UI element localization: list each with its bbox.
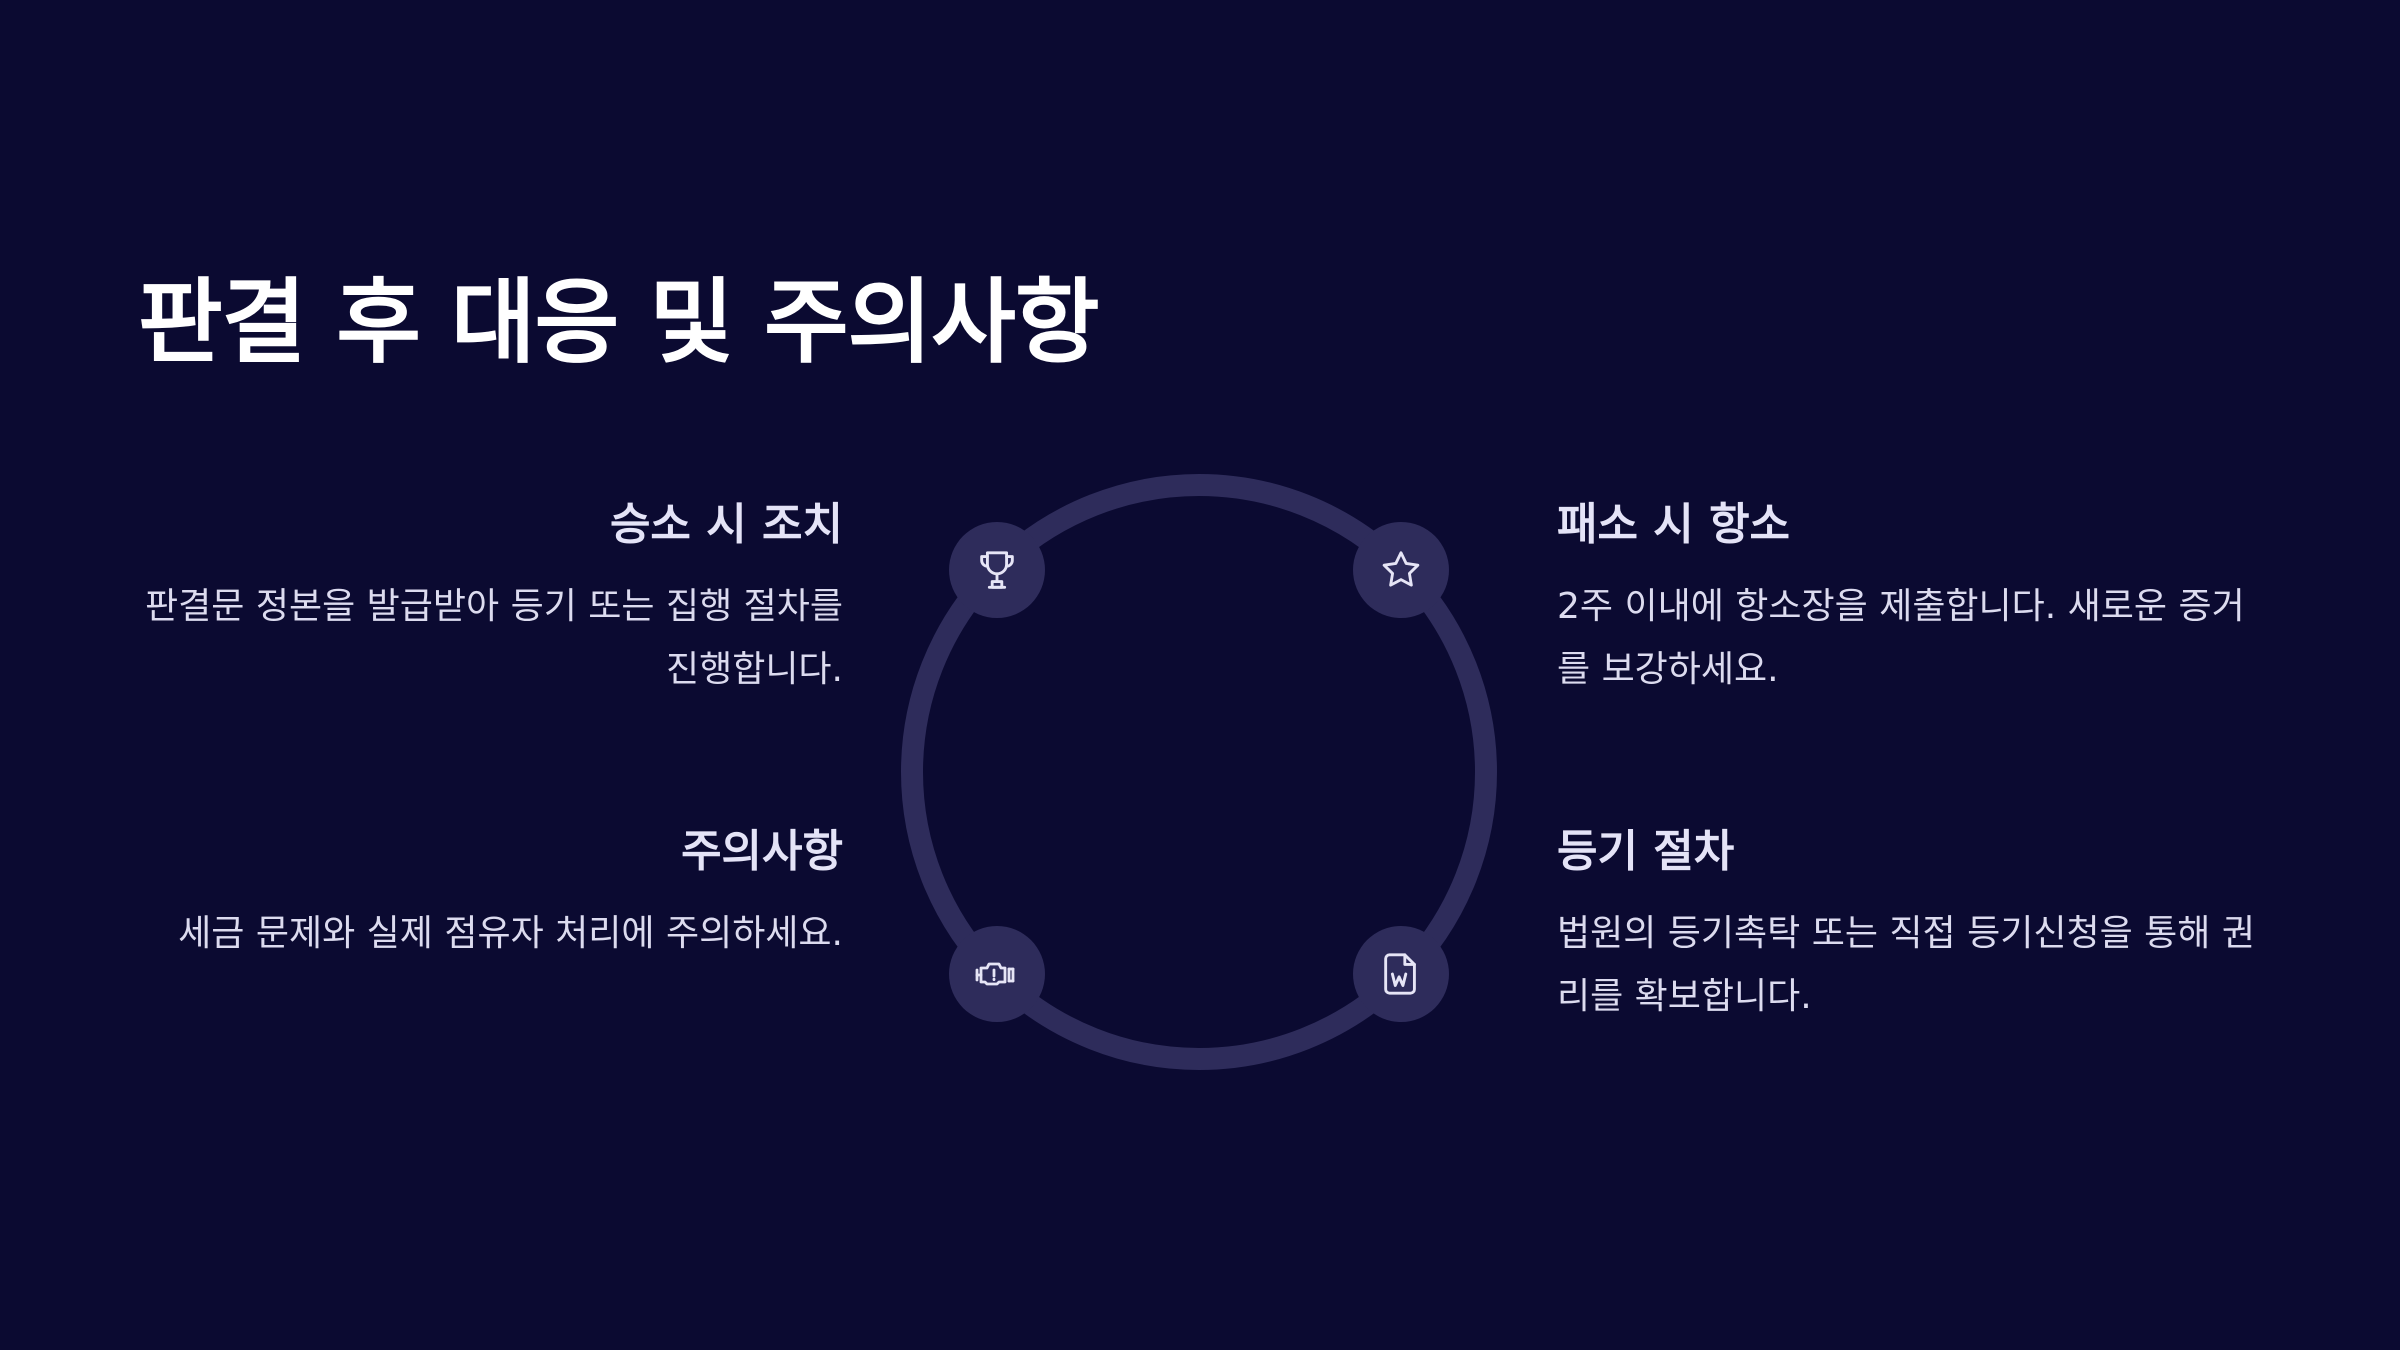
caution-section: 주의사항 세금 문제와 실제 점유자 처리에 주의하세요.	[143, 823, 843, 965]
win-description: 판결문 정본을 발급받아 등기 또는 집행 절차를 진행합니다.	[145, 586, 843, 691]
appeal-description: 2주 이내에 항소장을 제출합니다. 새로운 증거를 보강하세요.	[1557, 586, 2245, 691]
registry-heading: 등기 절차	[1557, 826, 1735, 877]
word-document-icon	[1384, 953, 1416, 995]
page-title: 판결 후 대응 및 주의사항	[138, 269, 1100, 376]
word-document-node	[1353, 926, 1449, 1022]
win-section: 승소 시 조치 판결문 정본을 발급받아 등기 또는 집행 절차를 진행합니다.	[143, 496, 843, 701]
caution-heading: 주의사항	[681, 826, 843, 877]
engine-warning-node	[949, 926, 1045, 1022]
engine-warning-icon	[975, 962, 1015, 986]
win-heading: 승소 시 조치	[609, 499, 843, 550]
trophy-icon	[980, 551, 1014, 589]
appeal-heading: 패소 시 항소	[1557, 499, 1791, 550]
star-icon	[1382, 551, 1420, 587]
caution-description: 세금 문제와 실제 점유자 처리에 주의하세요.	[178, 913, 843, 955]
registry-description: 법원의 등기촉탁 또는 직접 등기신청을 통해 권리를 확보합니다.	[1557, 913, 2255, 1018]
trophy-node	[949, 522, 1045, 618]
appeal-section: 패소 시 항소 2주 이내에 항소장을 제출합니다. 새로운 증거를 보강하세요…	[1557, 496, 2257, 701]
star-node	[1353, 522, 1449, 618]
registry-section: 등기 절차 법원의 등기촉탁 또는 직접 등기신청을 통해 권리를 확보합니다.	[1557, 823, 2257, 1028]
